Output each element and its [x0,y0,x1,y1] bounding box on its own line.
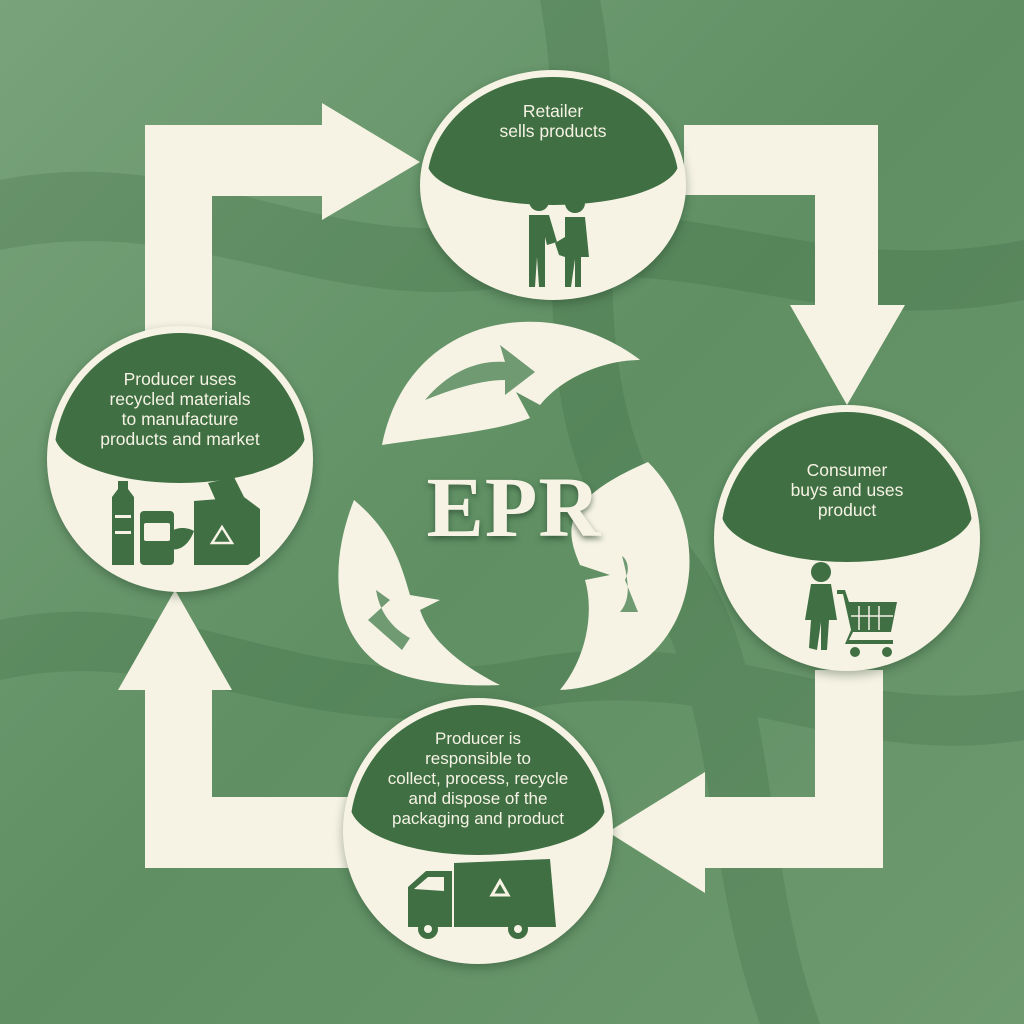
arrow-collect-to-producer [118,590,350,868]
node-producer: Producer uses recycled materials to manu… [47,326,313,592]
arrow-producer-to-retailer [145,103,420,360]
node-consumer-text: Consumer buys and uses product [790,460,904,520]
recycled-products-icon [112,477,260,565]
arrow-retailer-to-consumer [684,125,905,405]
center-label-epr: EPR [426,459,602,555]
node-producer-text: Producer uses recycled materials to manu… [100,369,260,449]
recycle-symbol [338,321,690,690]
node-consumer: Consumer buys and uses product [714,405,980,671]
cycle-arrows [118,103,905,893]
arrow-consumer-to-collect [608,670,883,893]
handshake-people-icon [529,191,589,287]
node-collect: Producer is responsible to collect, proc… [343,698,613,964]
shopping-cart-icon [805,562,897,657]
node-retailer-text: Retailer sells products [499,101,607,141]
node-retailer: Retailer sells products [420,70,686,300]
recycling-truck-icon [408,859,556,939]
node-collect-text: Producer is responsible to collect, proc… [387,729,569,828]
